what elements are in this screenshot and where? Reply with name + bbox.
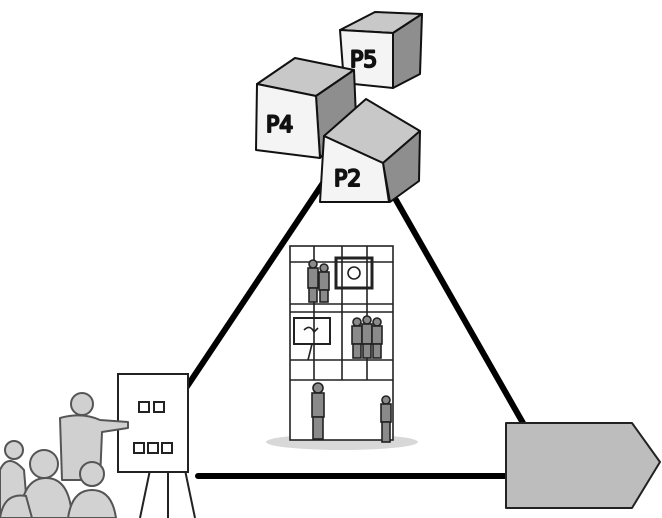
cube-p4-label: P4 (266, 113, 293, 138)
presenter-at-flipchart-icon (0, 373, 196, 518)
office-building-with-people-icon (266, 245, 418, 450)
triangle (183, 165, 526, 479)
triangle-right-edge (393, 197, 526, 426)
cube-p5-label: P5 (350, 48, 377, 73)
output-pentagon-arrow-icon (505, 422, 661, 509)
triangle-left-edge (183, 165, 336, 391)
cube-p2-label: P2 (334, 167, 361, 192)
cube-p2: P2 (319, 98, 421, 203)
